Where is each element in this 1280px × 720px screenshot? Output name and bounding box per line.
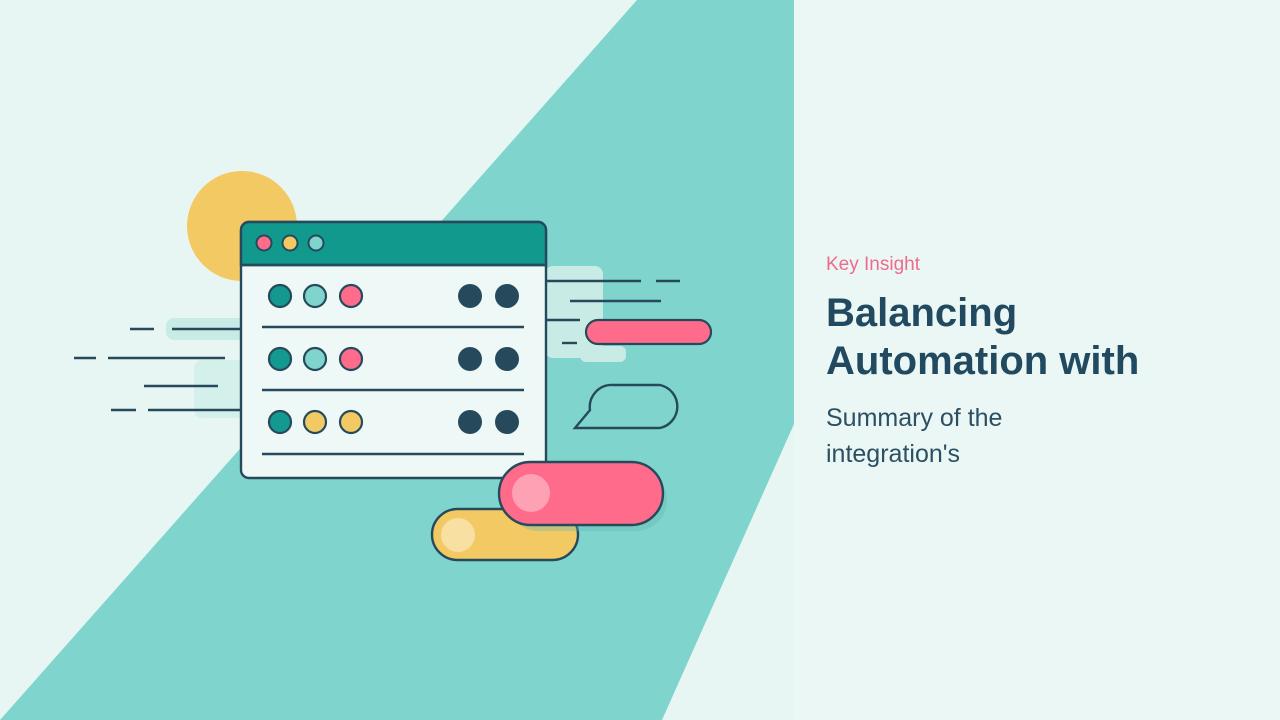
window-row bbox=[262, 283, 524, 329]
page-title: Balancing Automation with bbox=[826, 289, 1246, 385]
illustration-panel bbox=[0, 0, 794, 720]
eyebrow-label: Key Insight bbox=[826, 254, 920, 275]
motion-panel bbox=[580, 346, 626, 362]
workflow-window-illustration bbox=[0, 0, 794, 720]
action-dot-icon bbox=[495, 284, 519, 308]
page-title-line: Balancing bbox=[826, 291, 1018, 335]
yellow-dot-icon bbox=[281, 234, 299, 252]
action-dot-icon bbox=[458, 410, 482, 434]
status-dot-icon bbox=[267, 283, 293, 309]
action-dot-icon bbox=[458, 284, 482, 308]
action-dot-icon bbox=[495, 347, 519, 371]
status-dot-icon bbox=[338, 283, 364, 309]
toggle-stack bbox=[430, 460, 667, 562]
text-panel: Key Insight Balancing Automation with Su… bbox=[794, 0, 1280, 720]
status-dot-icon bbox=[302, 283, 328, 309]
action-dot-icon bbox=[495, 410, 519, 434]
pink-dot-icon bbox=[255, 234, 273, 252]
status-dot-icon bbox=[338, 346, 364, 372]
pink-bar-icon bbox=[584, 318, 713, 346]
app-window bbox=[239, 220, 548, 480]
window-row bbox=[262, 409, 524, 456]
window-row bbox=[262, 346, 524, 392]
status-dot-icon bbox=[302, 409, 328, 435]
page-subtitle-line: integration's bbox=[826, 440, 961, 468]
page-title-line: Automation with bbox=[826, 339, 1140, 383]
action-dot-icon bbox=[458, 347, 482, 371]
status-dot-icon bbox=[267, 409, 293, 435]
status-dot-icon bbox=[302, 346, 328, 372]
pink-toggle-knob bbox=[512, 474, 550, 512]
motion-panel bbox=[194, 360, 250, 418]
yellow-toggle-knob bbox=[441, 518, 475, 552]
status-dot-icon bbox=[267, 346, 293, 372]
page-subtitle-line: Summary of the bbox=[826, 404, 1003, 432]
motion-lines-left bbox=[74, 318, 258, 418]
status-dot-icon bbox=[338, 409, 364, 435]
teal-dot-icon bbox=[307, 234, 325, 252]
chat-bubble-icon bbox=[572, 383, 679, 430]
page-subtitle: Summary of the integration's bbox=[826, 400, 1126, 472]
